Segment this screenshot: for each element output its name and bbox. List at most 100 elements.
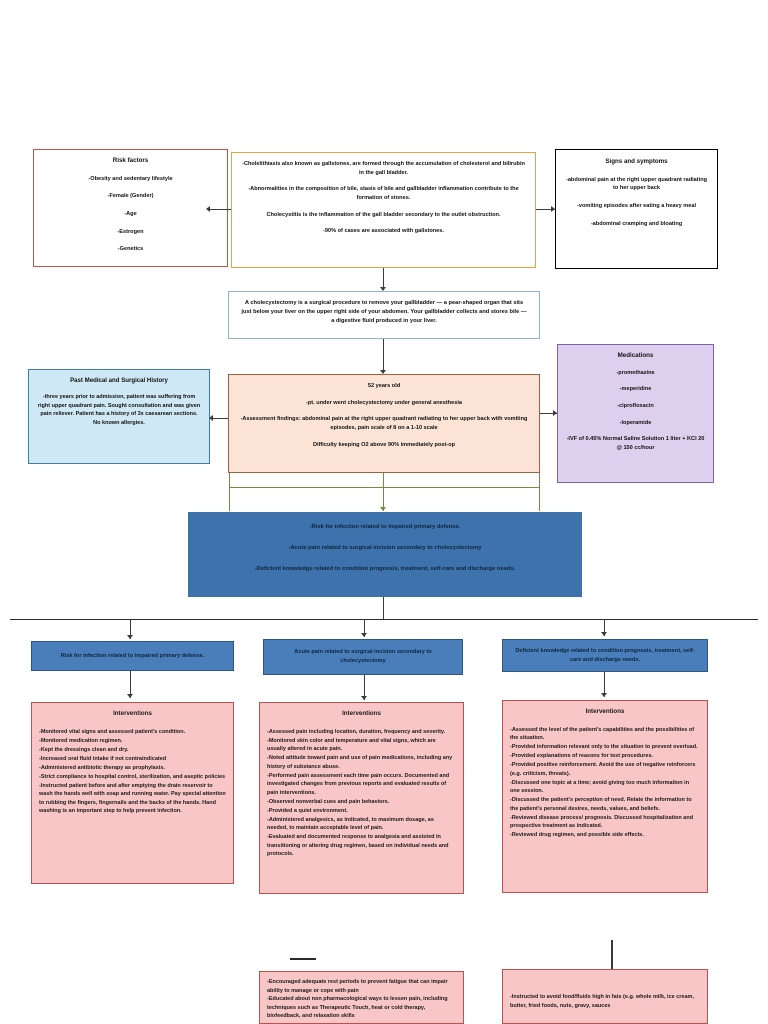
intervention-item: -Assessed the level of the patient's cap… (510, 726, 695, 742)
intervention-item: -Assessed pain including location, durat… (267, 728, 446, 735)
arrow-to-risk-factors-icon (206, 206, 210, 212)
arrow-to-medications-icon (553, 410, 557, 416)
risk-factor-item: -Obesity and sedentary lifestyle (88, 175, 173, 182)
interventions-box-column-2: Interventions -Assessed pain including l… (259, 702, 464, 894)
cholecystectomy-definition-box: A cholecystectomy is a surgical procedur… (228, 291, 540, 339)
interventions-box-column-3: Interventions -Assessed the level of the… (502, 700, 708, 893)
connector-patho-to-signs (536, 209, 555, 210)
patient-data-box: 52 years old -pt. under went cholecystec… (228, 374, 540, 473)
risk-factor-item: -Female (Gender) (107, 193, 154, 200)
intervention-item: -Encouraged adequate rest periods to pre… (267, 979, 448, 994)
intervention-item: -Discussed the patient's perception of n… (510, 797, 692, 812)
pathophysiology-line: -90% of cases are associated with gallst… (323, 228, 444, 235)
connector-col2-to-interventions (364, 675, 365, 700)
intervention-item: -Administered antibiotic therapy as prop… (39, 764, 165, 771)
intervention-item: -Monitored skin color and temperature an… (267, 737, 436, 753)
signs-and-symptoms-title: Signs and symptoms (605, 158, 668, 165)
nursing-diagnoses-box: -Risk for infection related to impaired … (188, 512, 582, 597)
intervention-item: -Provided a quiet environment. (267, 807, 348, 814)
arrow-col1-interventions-icon (127, 694, 133, 698)
diagnosis-column-2-label: Acute pain related to surgical incision … (294, 649, 432, 664)
pathophysiology-box: -Cholelithiasis also known as gallstones… (231, 152, 536, 268)
connector-green-right (539, 473, 540, 511)
medication-item: -meperidine (619, 386, 652, 393)
sign-item: -abdominal pain at the right upper quadr… (565, 176, 708, 192)
intervention-item: -Instructed patient before and after emp… (39, 782, 226, 815)
past-medical-history-text: -three years prior to admission, patient… (37, 394, 201, 426)
connector-col1-to-interventions (130, 671, 131, 698)
past-medical-history-title: Past Medical and Surgical History (70, 377, 168, 384)
connector-branch-col1 (130, 619, 131, 639)
interventions-overflow-column-3: -Instructed to avoid food/fluids high in… (502, 969, 708, 1024)
interventions-overflow-column-2: -Encouraged adequate rest periods to pre… (259, 971, 464, 1024)
arrow-col2-icon (361, 633, 367, 637)
cholecystectomy-definition-text: A cholecystectomy is a surgical procedur… (241, 300, 527, 324)
intervention-item: -Strict compliance to hospital control, … (39, 773, 226, 780)
patient-assessment-findings: -Assessment findings: abdominal pain at … (240, 416, 528, 431)
connector-col3-to-interventions (604, 672, 605, 697)
connector-green-bridge (229, 487, 540, 488)
connector-patient-to-history (213, 418, 228, 419)
pathophysiology-line: -Cholelithiasis also known as gallstones… (242, 161, 525, 176)
risk-factor-item: -Genetics (117, 246, 144, 253)
medication-item: -promethazine (616, 369, 655, 376)
arrow-to-signs-icon (551, 206, 555, 212)
nursing-diagnosis-line: -Deficient knowledge related to conditio… (254, 565, 516, 572)
intervention-item: -Evaluated and documented response to an… (267, 834, 449, 858)
nursing-diagnosis-line: -Risk for infection related to impaired … (309, 524, 461, 530)
risk-factor-item: -Estrogen (117, 228, 144, 235)
connector-branch-col2 (364, 619, 365, 637)
pathophysiology-line: -Abnormalities in the composition of bil… (248, 186, 519, 201)
interventions-title-3: Interventions (585, 708, 625, 715)
intervention-item: -Kept the dressings clean and dry. (39, 746, 129, 753)
intervention-item: -Monitored vital signs and assessed pati… (39, 728, 186, 735)
intervention-item: -Discussed one topic at a time; avoid gi… (510, 779, 690, 795)
patient-oxygen-note: Difficulty keeping O2 above 90% immediat… (312, 441, 456, 448)
branch-divider-rule (10, 619, 758, 620)
signs-and-symptoms-box: Signs and symptoms -abdominal pain at th… (555, 149, 718, 269)
diagnosis-column-1-label: Risk for infection related to impaired p… (60, 652, 205, 659)
intervention-item: -Educated about non pharmacological ways… (267, 996, 448, 1020)
medication-item: -IVF of 0.45% Normal Saline Solution 1 l… (566, 436, 705, 451)
connector-col2-continuation (290, 958, 316, 960)
connector-col3-continuation (611, 940, 613, 969)
arrow-to-history-icon (209, 415, 213, 421)
connector-surgery-to-patient (383, 339, 384, 373)
medication-item: -ciprofloxacin (617, 402, 654, 409)
arrow-col3-icon (601, 632, 607, 636)
patient-procedure: -pt. under went cholecystectomy under ge… (305, 399, 463, 406)
intervention-item: -Performed pain assessment each time pai… (267, 772, 450, 796)
risk-factors-box: Risk factors -Obesity and sedentary life… (33, 149, 228, 267)
diagnosis-column-3-header: Deficient knowledge related to condition… (502, 639, 708, 672)
arrow-to-surgery-icon (380, 287, 386, 291)
intervention-item: -Provided positive reinforcement. Avoid … (510, 762, 696, 777)
intervention-item: -Instructed to avoid food/fluids high in… (510, 994, 694, 1009)
nursing-diagnosis-line: -Acute pain related to surgical incision… (288, 544, 482, 551)
connector-patho-to-surgery (383, 268, 384, 290)
arrow-to-diagnoses-icon (380, 507, 386, 511)
arrow-col2-interventions-icon (361, 696, 367, 700)
past-medical-history-box: Past Medical and Surgical History -three… (28, 369, 210, 464)
interventions-title-2: Interventions (342, 710, 381, 717)
patient-age: 52 years old (367, 383, 401, 389)
connector-diagnoses-to-branch (383, 597, 384, 619)
connector-patho-to-risk (209, 209, 231, 210)
arrow-to-patient-icon (380, 370, 386, 374)
connector-branch-col3 (604, 619, 605, 636)
intervention-item: -Reviewed drug regimen, and possible sid… (510, 832, 644, 839)
medications-box: Medications -promethazine -meperidine -c… (557, 344, 714, 483)
medication-item: -loperamide (619, 419, 652, 426)
risk-factor-item: -Age (124, 210, 137, 217)
connector-green-center (383, 473, 384, 511)
intervention-item: -Provided explanations of reasons for te… (510, 753, 654, 760)
diagnosis-column-2-header: Acute pain related to surgical incision … (263, 639, 463, 675)
intervention-item: -Reviewed disease process/ prognosis. Di… (510, 814, 694, 830)
medications-title: Medications (617, 352, 654, 359)
intervention-item: -Monitored medication regimen. (39, 737, 123, 744)
arrow-col3-interventions-icon (601, 693, 607, 697)
risk-factors-title: Risk factors (112, 157, 149, 164)
connector-patient-to-medications (540, 413, 557, 414)
diagnosis-column-1-header: Risk for infection related to impaired p… (31, 641, 234, 671)
interventions-box-column-1: Interventions -Monitored vital signs and… (31, 702, 234, 884)
